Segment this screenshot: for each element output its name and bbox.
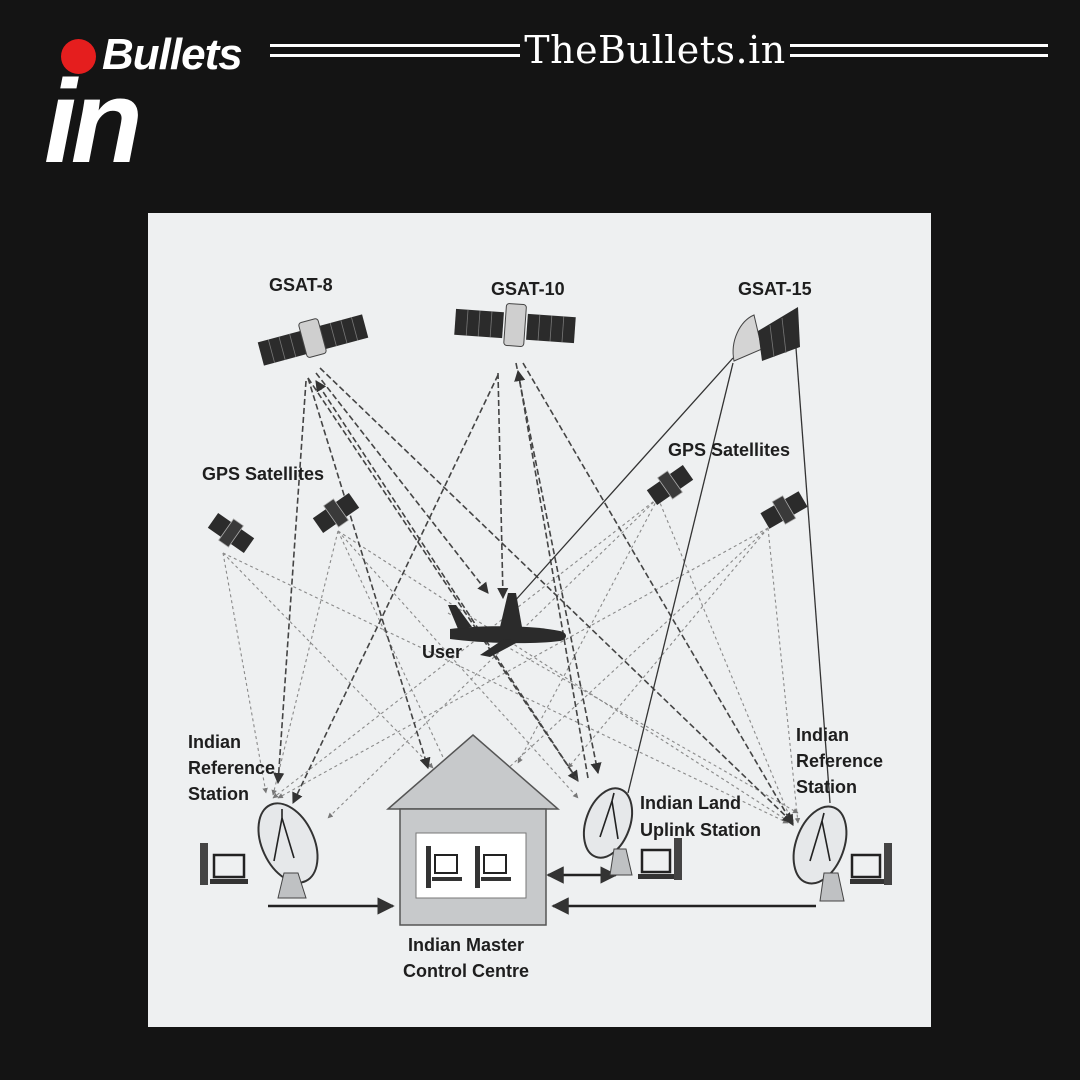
svg-text:Uplink Station: Uplink Station bbox=[640, 820, 761, 840]
svg-text:Indian: Indian bbox=[188, 732, 241, 752]
bullets-in-logo[interactable]: Bullets in bbox=[44, 30, 264, 182]
indian-land-uplink-station-label: Indian Land Uplink Station bbox=[640, 793, 761, 840]
computer-terminal-icon-left bbox=[200, 843, 248, 885]
master-control-centre-building-icon bbox=[385, 734, 561, 926]
gps-satellites-label-right: GPS Satellites bbox=[668, 440, 790, 460]
indian-reference-station-label-right: Indian Reference Station bbox=[796, 725, 883, 797]
gsat-10-satellite-icon bbox=[454, 303, 576, 347]
gsat15-links bbox=[512, 347, 831, 804]
reference-station-dish-icon-right bbox=[792, 805, 848, 902]
user-label: User bbox=[422, 642, 462, 662]
svg-text:Indian: Indian bbox=[796, 725, 849, 745]
gsat-uplink-links bbox=[273, 362, 794, 826]
uplink-station-dish-icon bbox=[582, 787, 634, 876]
logo-mark: in bbox=[44, 56, 143, 188]
gagan-system-diagram: GSAT-8 GSAT-10 GSAT-15 GPS Satellites GP… bbox=[148, 213, 931, 1027]
svg-text:Reference: Reference bbox=[796, 751, 883, 771]
gsat-10-label: GSAT-10 bbox=[491, 279, 565, 299]
svg-text:Indian Master: Indian Master bbox=[408, 935, 524, 955]
gsat-15-label: GSAT-15 bbox=[738, 279, 812, 299]
site-name: TheBullets.in bbox=[524, 28, 786, 72]
header-rule-right bbox=[790, 44, 1048, 57]
svg-text:Indian Land: Indian Land bbox=[640, 793, 741, 813]
gsat-15-satellite-icon bbox=[732, 307, 800, 362]
gps-satellite-icon-4 bbox=[760, 491, 808, 529]
indian-reference-station-label-left: Indian Reference Station bbox=[188, 732, 275, 804]
gps-satellites-label-left: GPS Satellites bbox=[202, 464, 324, 484]
ground-links bbox=[268, 866, 816, 915]
svg-text:Station: Station bbox=[796, 777, 857, 797]
gps-satellite-icon-1 bbox=[207, 513, 255, 553]
gps-satellite-icon-2 bbox=[312, 493, 360, 533]
gsat-8-label: GSAT-8 bbox=[269, 275, 333, 295]
computer-terminal-icon-right bbox=[850, 843, 892, 885]
header-rule-left bbox=[270, 44, 520, 57]
indian-master-control-centre-label: Indian Master Control Centre bbox=[403, 935, 529, 981]
gsat-8-satellite-icon bbox=[257, 314, 369, 366]
svg-text:Control Centre: Control Centre bbox=[403, 961, 529, 981]
reference-station-dish-icon-left bbox=[257, 802, 319, 899]
computer-terminal-icon-uplink bbox=[638, 838, 682, 880]
logo-red-dot bbox=[61, 39, 96, 74]
gps-satellite-icon-3 bbox=[646, 465, 694, 505]
svg-text:Reference: Reference bbox=[188, 758, 275, 778]
diagram-canvas: GSAT-8 GSAT-10 GSAT-15 GPS Satellites GP… bbox=[188, 275, 892, 981]
svg-text:Station: Station bbox=[188, 784, 249, 804]
airplane-icon bbox=[448, 593, 566, 657]
logo-word: Bullets bbox=[102, 30, 243, 79]
